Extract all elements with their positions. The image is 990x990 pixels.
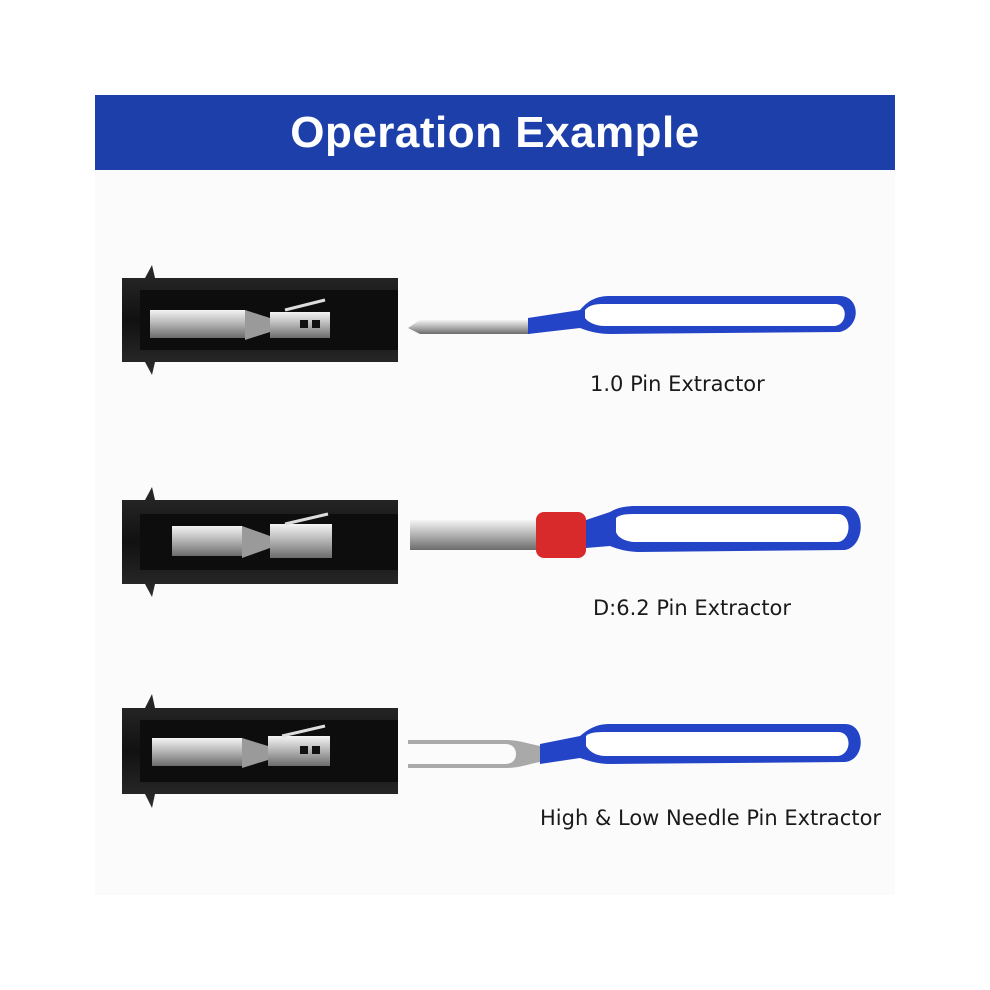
tube-extractor-icon [410, 506, 861, 558]
tool-label: High & Low Needle Pin Extractor [540, 806, 882, 830]
connector-housing-icon [122, 487, 398, 597]
forked-needle-extractor-icon [408, 724, 861, 768]
flat-blade-extractor-icon [408, 296, 856, 334]
example-row-3: High & Low Needle Pin Extractor [0, 690, 990, 840]
page-title: Operation Example [290, 107, 700, 157]
example-row-2: D:6.2 Pin Extractor [0, 482, 990, 622]
tool-label: D:6.2 Pin Extractor [593, 596, 792, 620]
example-row-1: 1.0 Pin Extractor [0, 260, 990, 400]
connector-housing-icon [122, 694, 398, 808]
tool-label: 1.0 Pin Extractor [590, 372, 765, 396]
header-banner: Operation Example [95, 95, 895, 170]
connector-housing-icon [122, 265, 398, 375]
